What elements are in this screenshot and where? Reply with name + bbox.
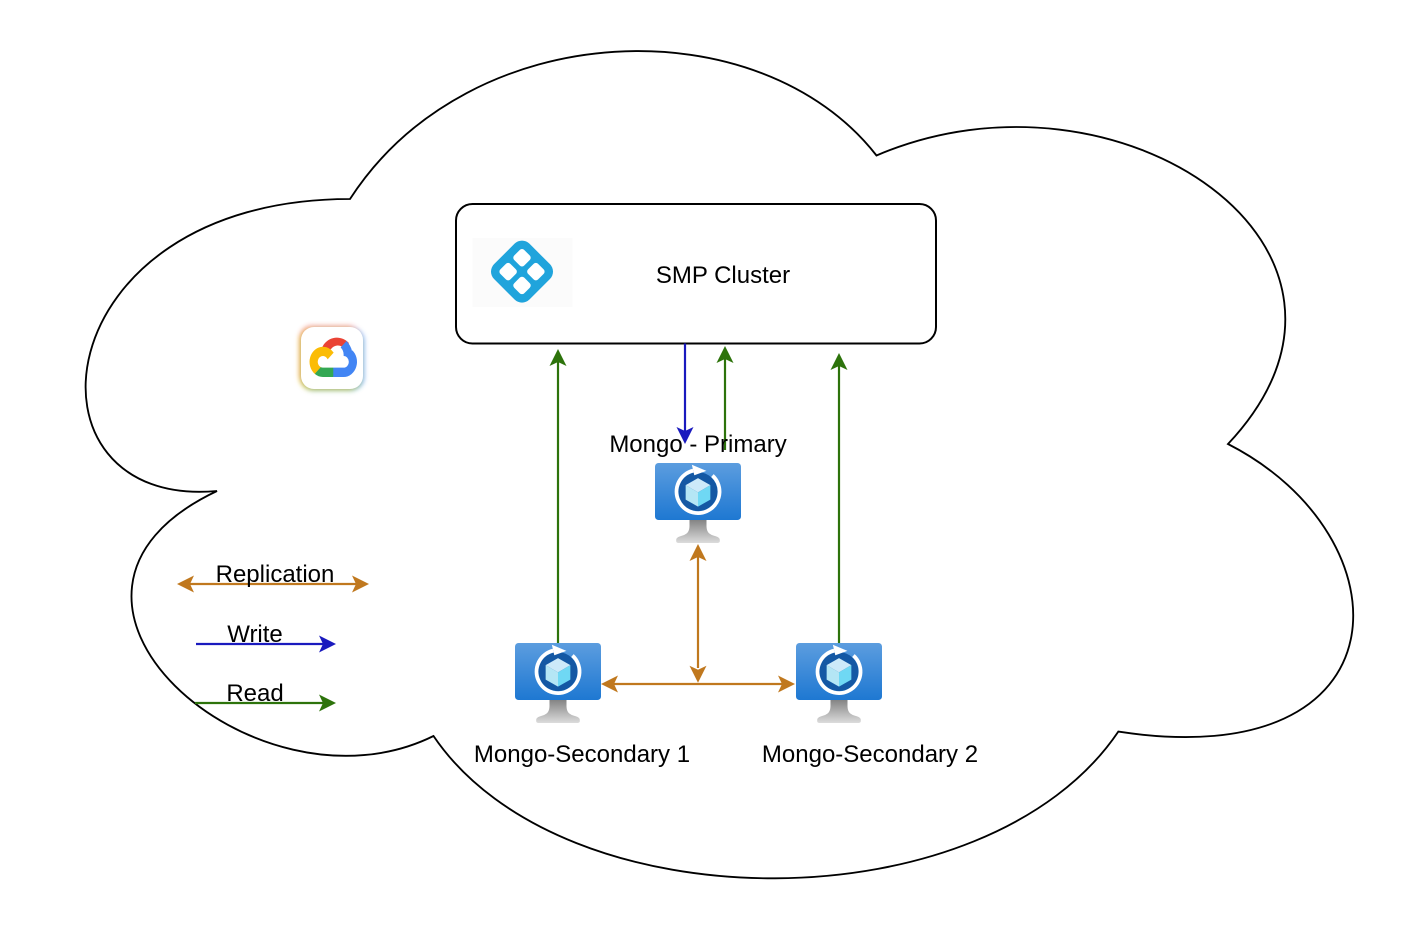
svg-text:Write: Write: [227, 621, 283, 648]
svg-text:Mongo-Secondary 1: Mongo-Secondary 1: [474, 741, 690, 768]
svg-text:Mongo-Secondary 2: Mongo-Secondary 2: [762, 741, 978, 768]
svg-text:Replication: Replication: [216, 561, 335, 588]
svg-text:Mongo - Primary: Mongo - Primary: [609, 431, 786, 458]
svg-text:SMP Cluster: SMP Cluster: [656, 262, 790, 289]
svg-text:Read: Read: [226, 680, 283, 707]
